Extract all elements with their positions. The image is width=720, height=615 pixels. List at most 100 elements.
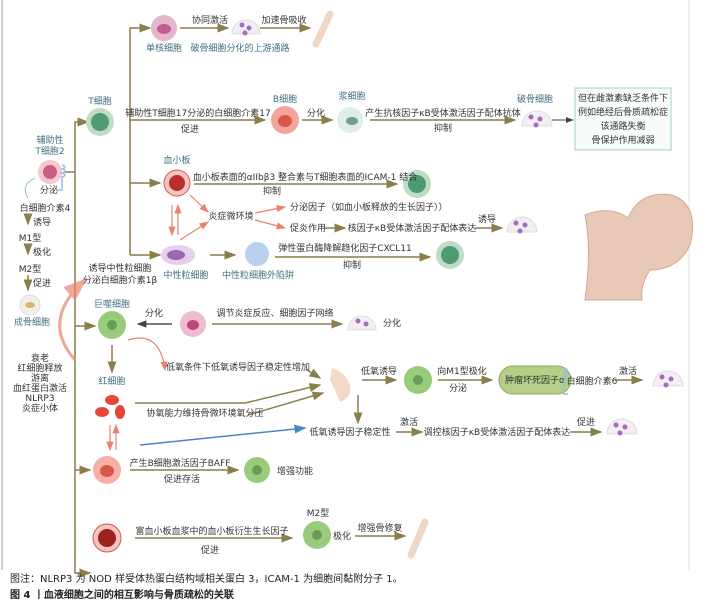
osteoclast-cell [652, 370, 684, 388]
m2-label: M2型 [307, 508, 330, 519]
net-cell [245, 242, 269, 266]
svg-text:富血小板血浆中的血小板衍生生长因子: 富血小板血浆中的血小板衍生生长因子 [135, 525, 288, 537]
osteoclast-cell [347, 315, 377, 331]
macrophage-label: 巨噬细胞 [94, 298, 130, 310]
monocyte-label: 单核细胞 [146, 42, 182, 54]
osteoblast-label: 成骨细胞 [14, 316, 50, 328]
svg-text:极化: 极化 [333, 530, 351, 542]
svg-text:低氧条件下低氧诱导因子稳定性增加: 低氧条件下低氧诱导因子稳定性增加 [166, 361, 310, 373]
t-cell [86, 108, 114, 136]
svg-text:促炎作用: 促炎作用 [290, 222, 326, 234]
connector-lines [65, 23, 644, 578]
svg-text:分泌: 分泌 [40, 184, 58, 196]
svg-text:分泌白细胞介素1β: 分泌白细胞介素1β [83, 274, 158, 286]
svg-text:M2型: M2型 [19, 264, 42, 275]
prp-platelet-cell [92, 523, 122, 553]
il6-receptor-icon [561, 367, 568, 395]
svg-text:例如绝经后骨质疏松症: 例如绝经后骨质疏松症 [578, 106, 668, 118]
svg-text:核因子κB受体激活因子配体表达: 核因子κB受体激活因子配体表达 [348, 222, 476, 234]
svg-text:分泌因子（如血小板释放的生长因子））: 分泌因子（如血小板释放的生长因子）） [290, 201, 448, 213]
svg-text:协同激活: 协同激活 [192, 14, 228, 26]
svg-text:白细胞介素6: 白细胞介素6 [567, 375, 618, 387]
svg-text:血红蛋白激活: 血红蛋白激活 [13, 382, 67, 394]
svg-text:调节炎症反应、细胞因子网络: 调节炎症反应、细胞因子网络 [216, 307, 333, 319]
svg-text:协氧能力维持骨微环境氧分压: 协氧能力维持骨微环境氧分压 [146, 407, 263, 419]
osteoclast-label: 破骨细胞 [517, 93, 553, 105]
th2-label: 辅助性 [36, 134, 63, 146]
svg-text:血小板表面的αIIbβ3 整合素与T细胞表面的ICAM-1: 血小板表面的αIIbβ3 整合素与T细胞表面的ICAM-1 结合 [193, 171, 417, 183]
svg-text:抑制: 抑制 [343, 259, 361, 271]
svg-text:极化: 极化 [33, 246, 51, 258]
svg-text:炎症微环境: 炎症微环境 [208, 210, 253, 222]
macrophage-cell [98, 311, 126, 339]
tnf-alpha-pill: 肿瘤坏死因子α [498, 365, 572, 395]
svg-text:增强骨修复: 增强骨修复 [357, 522, 402, 534]
info-box [574, 87, 672, 151]
svg-text:炎症小体: 炎症小体 [22, 402, 58, 414]
svg-text:激活: 激活 [619, 365, 637, 377]
t-cell [403, 170, 431, 198]
svg-text:低氧诱导: 低氧诱导 [361, 365, 397, 377]
svg-text:游离: 游离 [31, 372, 49, 384]
osteoclast-cell [506, 216, 538, 234]
b-cell [93, 456, 121, 484]
svg-text:诱导中性粒细胞: 诱导中性粒细胞 [88, 262, 151, 274]
osteoclast-cell [606, 418, 638, 436]
bone-icon [407, 518, 429, 559]
osteoclast-upstream-label: 破骨细胞分化的上游通路 [190, 42, 289, 54]
th2-label: T细胞2 [34, 145, 64, 157]
svg-text:促进: 促进 [181, 123, 199, 135]
plasma-cell-label: 浆细胞 [338, 90, 365, 102]
bone-icon [312, 10, 334, 48]
red-blood-cells [95, 395, 125, 419]
svg-text:肿瘤坏死因子α: 肿瘤坏死因子α [505, 374, 565, 386]
svg-text:分化: 分化 [307, 107, 325, 119]
svg-text:促进存活: 促进存活 [164, 473, 200, 485]
osteoclast-cell [231, 19, 261, 36]
svg-text:加速骨吸收: 加速骨吸收 [261, 14, 306, 26]
svg-text:分泌: 分泌 [449, 382, 467, 394]
figure-title: 图 4 丨血液细胞之间的相互影响与骨质疏松的关联 [10, 588, 234, 601]
svg-text:该通路失衡: 该通路失衡 [600, 120, 645, 132]
svg-text:衰老: 衰老 [31, 352, 49, 364]
svg-text:促进: 促进 [201, 544, 219, 556]
th2-cell [38, 160, 62, 184]
svg-text:产生B细胞激活因子BAFF: 产生B细胞激活因子BAFF [130, 457, 231, 469]
svg-text:M1型: M1型 [19, 233, 42, 244]
t-cell [436, 241, 464, 269]
svg-text:低氧诱导因子稳定性: 低氧诱导因子稳定性 [309, 426, 390, 438]
activated-cell [244, 457, 270, 483]
svg-text:但在雌激素缺乏条件下: 但在雌激素缺乏条件下 [578, 92, 668, 104]
femur-illustration [584, 193, 694, 301]
svg-text:诱导: 诱导 [33, 216, 51, 228]
svg-text:抑制: 抑制 [263, 185, 281, 197]
m2-macrophage-cell [303, 521, 331, 549]
svg-text:诱导: 诱导 [478, 213, 496, 225]
macrophage-cell [404, 366, 432, 394]
platelet-cell [163, 169, 191, 197]
neutrophil-label: 中性粒细胞 [163, 269, 208, 281]
svg-text:激活: 激活 [400, 416, 418, 428]
svg-text:骨保护作用减弱: 骨保护作用减弱 [591, 134, 654, 146]
svg-text:辅助性T细胞17分泌的白细胞介素17: 辅助性T细胞17分泌的白细胞介素17 [125, 107, 270, 119]
svg-text:增强功能: 增强功能 [277, 465, 313, 477]
b-cell-label: B细胞 [273, 93, 297, 105]
plasma-cell [337, 107, 363, 133]
monocyte-cell [180, 311, 206, 337]
receptor-icon [58, 164, 66, 191]
svg-text:弹性蛋白酶降解趋化因子CXCL11: 弹性蛋白酶降解趋化因子CXCL11 [278, 242, 412, 254]
osteoblast-cell [19, 294, 41, 316]
figure-note: 图注：NLRP3 为 NOD 样受体热蛋白结构域相关蛋白 3，ICAM-1 为细… [10, 572, 403, 585]
b-cell [271, 106, 299, 134]
svg-text:向M1型极化: 向M1型极化 [437, 365, 487, 377]
bone-fragment [330, 368, 351, 402]
svg-text:产生抗核因子κB受体激活因子配体抗体: 产生抗核因子κB受体激活因子配体抗体 [365, 107, 520, 119]
osteoclast-cell [521, 110, 553, 128]
svg-text:红细胞释放: 红细胞释放 [17, 362, 62, 374]
monocyte-cell [151, 15, 177, 41]
neutrophil-cell [161, 245, 195, 265]
t-cell-label: T细胞 [87, 95, 112, 107]
net-label: 中性粒细胞外陷阱 [222, 269, 294, 281]
svg-text:促进: 促进 [33, 277, 51, 289]
